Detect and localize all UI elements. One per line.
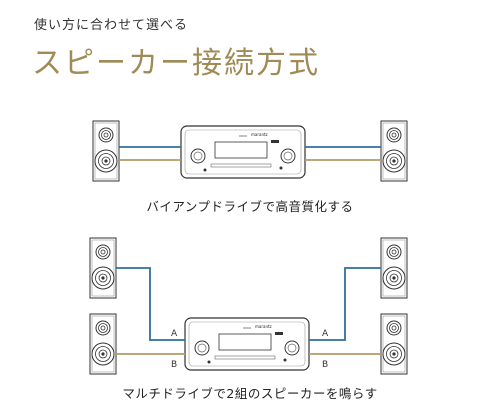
label-a-right: A bbox=[322, 329, 329, 339]
header-subtitle: 使い方に合わせて選べる bbox=[34, 18, 189, 33]
label-b-left: B bbox=[171, 360, 177, 370]
left-speaker-b bbox=[89, 313, 117, 375]
amp-brand-logo: marantz bbox=[251, 132, 268, 137]
right-speaker-a bbox=[380, 237, 408, 299]
biamp-caption: バイアンプドライブで高音質化する bbox=[146, 199, 354, 214]
biamp-diagram: marantz bbox=[92, 120, 408, 182]
wire-left-a bbox=[116, 267, 185, 341]
label-b-right: B bbox=[322, 360, 328, 370]
right-speaker-b bbox=[380, 313, 408, 375]
amp-brand-logo: marantz bbox=[255, 324, 272, 329]
left-speaker bbox=[92, 120, 120, 182]
amplifier: marantz bbox=[180, 125, 306, 179]
left-speaker-a bbox=[89, 237, 117, 299]
wire-right-a bbox=[309, 267, 381, 341]
page-title: スピーカー接続方式 bbox=[32, 46, 320, 81]
multidrive-diagram: marantz A B A B bbox=[89, 237, 408, 375]
label-a-left: A bbox=[171, 329, 178, 339]
multidrive-caption: マルチドライブで2組のスピーカーを鳴らす bbox=[122, 386, 378, 401]
right-speaker bbox=[380, 120, 408, 182]
amplifier: marantz bbox=[184, 317, 310, 371]
